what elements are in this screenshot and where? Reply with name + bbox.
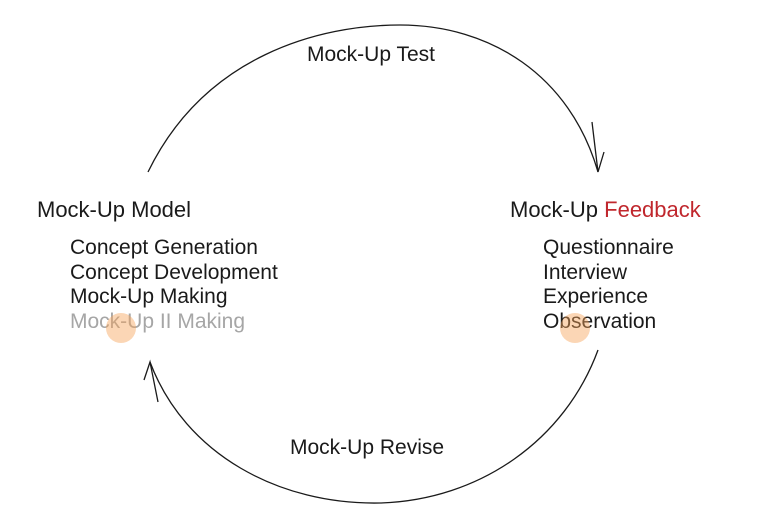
mock-up-revise-label: Mock-Up Revise	[290, 436, 445, 459]
feedback-method-item: Observation	[543, 309, 657, 333]
model-step-list: Concept Generation Concept Development M…	[70, 236, 278, 334]
model-step-item: Mock-Up Making	[70, 285, 228, 308]
mock-up-model-heading: Mock-Up Model	[37, 197, 192, 222]
top-arrowhead	[591, 121, 605, 173]
feedback-method-item: Interview	[543, 260, 628, 284]
watermark-logo	[106, 313, 136, 343]
bottom-arc	[149, 349, 599, 504]
feedback-method-item: Experience	[543, 285, 649, 308]
mock-up-feedback-heading: Mock-Up Feedback	[510, 198, 701, 222]
model-step-item: Mock-Up II Making	[70, 309, 246, 333]
watermark-logo	[560, 313, 590, 343]
model-step-item: Concept Generation	[70, 236, 258, 259]
feedback-method-item: Questionnaire	[543, 236, 674, 259]
mock-up-test-label: Mock-Up Test	[307, 43, 435, 66]
feedback-heading-highlight: Feedback	[604, 197, 701, 222]
top-arc	[147, 24, 599, 173]
feedback-method-list: Questionnaire Interview Experience Obser…	[543, 236, 674, 334]
bottom-arrowhead	[143, 359, 159, 403]
feedback-heading-prefix: Mock-Up	[510, 197, 599, 222]
model-step-item: Concept Development	[70, 260, 278, 284]
